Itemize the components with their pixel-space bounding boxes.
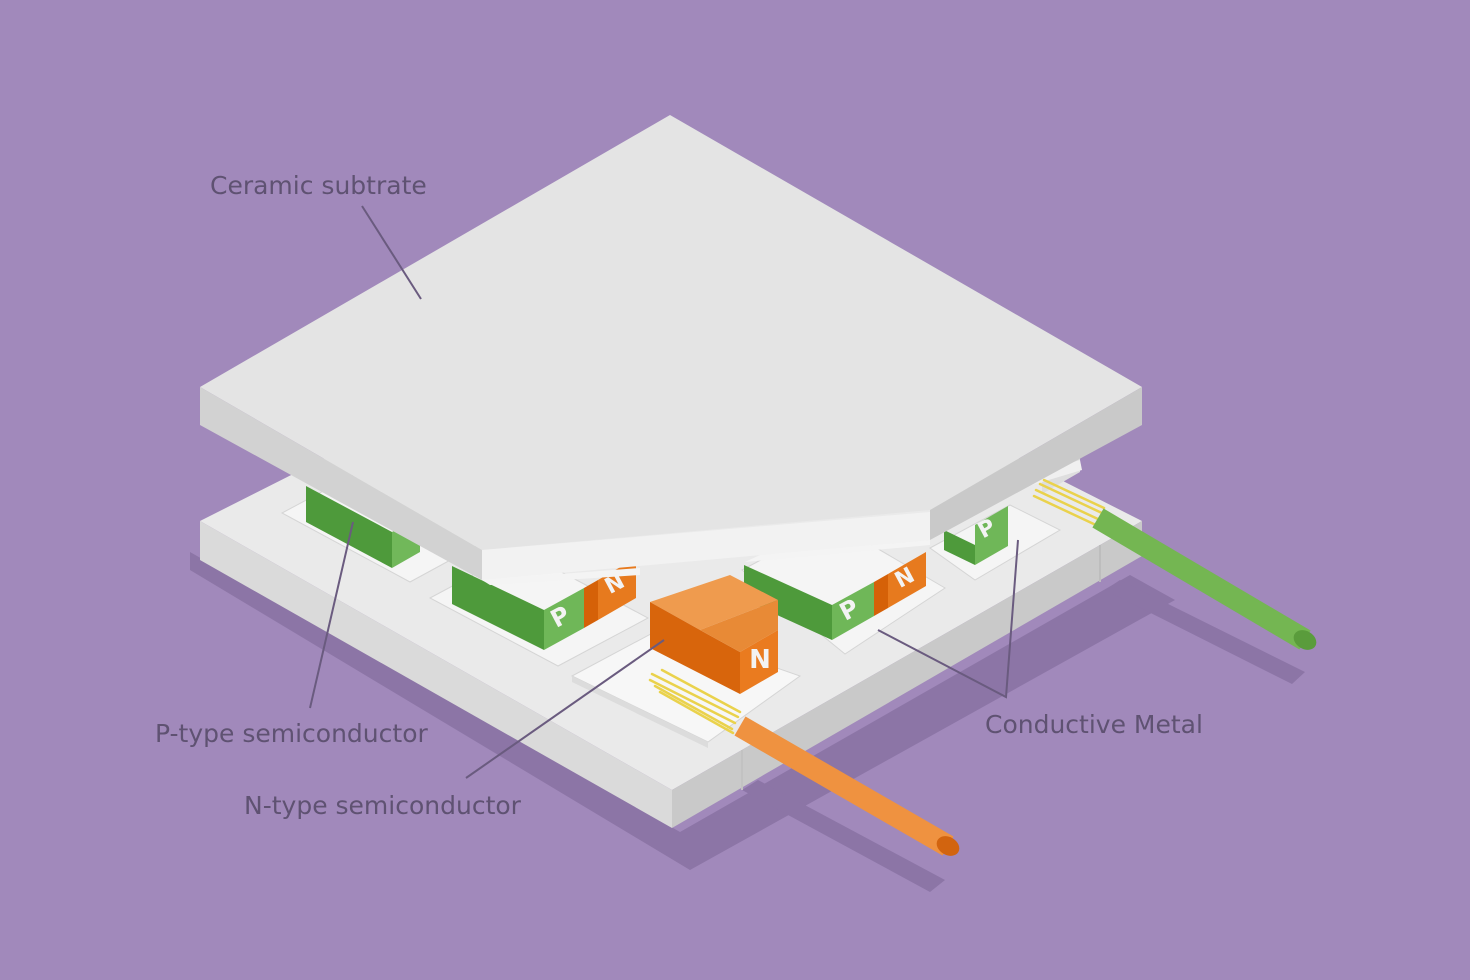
p-type-label: P-type semiconductor bbox=[155, 719, 428, 748]
n-type-leader bbox=[465, 639, 665, 779]
green-wire bbox=[1032, 478, 1317, 650]
n-pellet-2: N bbox=[874, 552, 926, 616]
semiconductor-pellets: P N P N P bbox=[306, 486, 1008, 650]
shadows bbox=[190, 552, 1305, 892]
metal-leader bbox=[877, 539, 1019, 699]
top-ceramic-plate bbox=[200, 115, 1142, 580]
p-type-leader bbox=[309, 521, 354, 709]
top-metal-strips bbox=[482, 540, 930, 585]
ceramic-leader bbox=[361, 205, 422, 300]
conductive-metal-label: Conductive Metal bbox=[985, 710, 1203, 739]
leader-lines bbox=[309, 205, 1019, 779]
p-pellet-3: P bbox=[744, 565, 874, 640]
ceramic-substrate-label: Ceramic subtrate bbox=[210, 171, 427, 200]
p-pellet-4: P bbox=[944, 506, 1008, 565]
n-type-label: N-type semiconductor bbox=[244, 791, 521, 820]
front-n-pellet: N bbox=[650, 575, 778, 694]
p-pellet-2: P bbox=[452, 566, 584, 650]
front-n-letter: N bbox=[749, 645, 771, 675]
orange-wire bbox=[648, 668, 960, 856]
